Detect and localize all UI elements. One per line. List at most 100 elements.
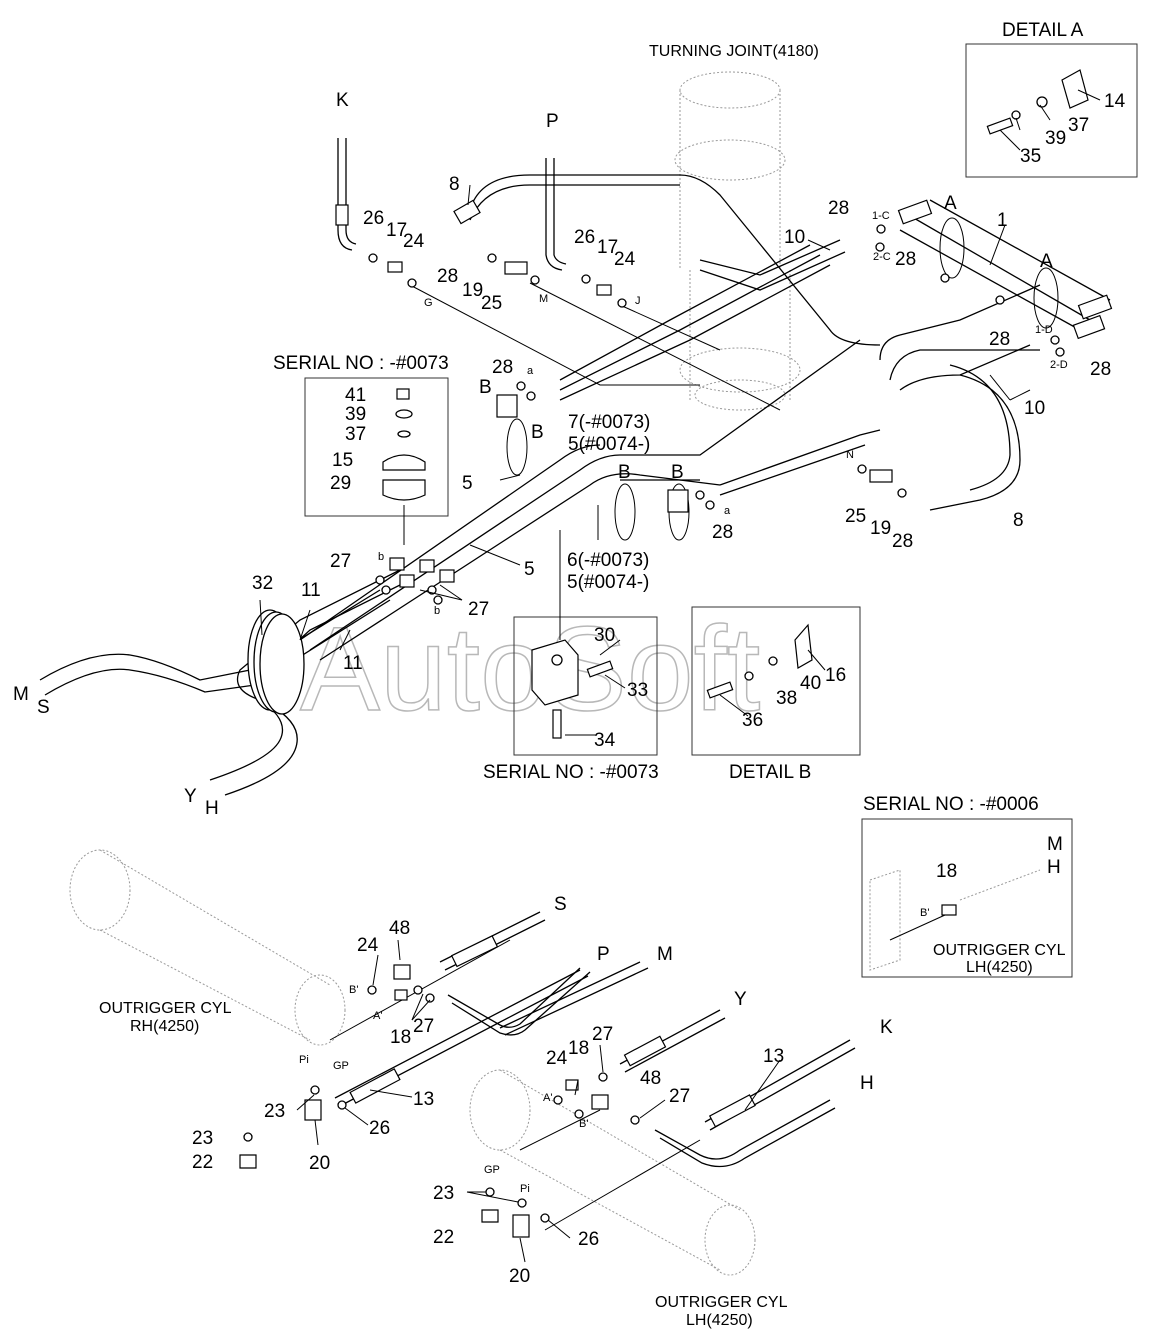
letter-s-left: S xyxy=(37,697,50,718)
callout-28-d: 28 xyxy=(989,329,1010,350)
callout-23-c: 23 xyxy=(433,1183,454,1204)
port-gp-1: GP xyxy=(333,1060,349,1072)
serial-0073-top-title: SERIAL NO : -#0073 xyxy=(273,353,449,374)
callout-13-a: 13 xyxy=(413,1089,434,1110)
letter-m-bottom: M xyxy=(657,944,673,965)
port-pi-1: Pi xyxy=(299,1054,309,1066)
callout-11-b: 11 xyxy=(343,653,363,674)
letter-h-left: H xyxy=(205,798,219,819)
detail-a-parts xyxy=(986,69,1089,135)
letter-h-inset: H xyxy=(1047,857,1061,878)
port-a-prime-1: A' xyxy=(373,1010,382,1022)
outrigger-lh-inset-label-1: OUTRIGGER CYL xyxy=(933,942,1066,959)
callout-22-b: 22 xyxy=(433,1227,454,1248)
outrigger-cylinders-ghost xyxy=(69,849,756,1276)
letter-y-bottom: Y xyxy=(734,989,747,1010)
callout-7: 7(-#0073) xyxy=(568,412,650,433)
outrigger-lh-label-1: OUTRIGGER CYL xyxy=(655,1294,788,1311)
port-a-2: a xyxy=(724,505,731,517)
callout-17-a: 17 xyxy=(386,220,407,241)
callout-25-b: 25 xyxy=(845,506,866,527)
callout-18-b: 18 xyxy=(390,1027,411,1048)
port-b-1: b xyxy=(378,551,384,563)
port-m: M xyxy=(539,293,548,305)
watermark: AutoSoft xyxy=(300,602,760,736)
letter-s-bottom: S xyxy=(554,894,567,915)
callout-19-b: 19 xyxy=(870,518,891,539)
letter-m-inset: M xyxy=(1047,834,1063,855)
callout-23-b: 23 xyxy=(192,1128,213,1149)
letter-m-left: M xyxy=(13,684,29,705)
callout-20-a: 20 xyxy=(309,1153,330,1174)
letter-a-1: A xyxy=(944,193,957,214)
callout-5-c: 5 xyxy=(524,559,535,580)
port-pi-2: Pi xyxy=(520,1183,530,1195)
callout-28-g: 28 xyxy=(892,531,913,552)
detail-b-title: DETAIL B xyxy=(729,762,811,783)
callout-38: 38 xyxy=(776,688,797,709)
detail-b-box xyxy=(691,606,861,756)
port-1c: 1-C xyxy=(872,210,890,222)
callout-10-a: 10 xyxy=(784,227,805,248)
callout-5-d: 5(#0074-) xyxy=(567,572,649,593)
callout-14: 14 xyxy=(1104,91,1126,112)
callout-37-a: 37 xyxy=(1068,115,1089,136)
callout-18-c: 18 xyxy=(568,1038,589,1059)
callout-27-b: 27 xyxy=(468,599,489,620)
callout-26-b: 26 xyxy=(574,227,595,248)
callout-25-a: 25 xyxy=(481,293,502,314)
serial-0073-bottom-parts xyxy=(531,530,614,739)
callout-28-a: 28 xyxy=(437,266,458,287)
serial-0006-title: SERIAL NO : -#0006 xyxy=(863,794,1039,815)
port-n: N xyxy=(846,449,854,461)
turning-joint-title: TURNING JOINT(4180) xyxy=(649,43,819,60)
callout-26-c: 26 xyxy=(369,1118,390,1139)
serial-0006-parts xyxy=(869,869,1041,971)
callout-39-a: 39 xyxy=(1045,128,1066,149)
callout-34: 34 xyxy=(594,730,616,751)
callout-numbers: 14 37 39 35 8 26 17 24 28 19 25 26 17 24… xyxy=(192,91,1126,1287)
callout-48-b: 48 xyxy=(640,1068,661,1089)
callout-27-d: 27 xyxy=(592,1024,613,1045)
callout-13-b: 13 xyxy=(763,1046,784,1067)
letter-b-4: B xyxy=(671,462,684,483)
port-b-prime-2: B' xyxy=(579,1118,588,1130)
port-g: G xyxy=(424,297,433,309)
callout-1: 1 xyxy=(997,210,1008,231)
callout-26-d: 26 xyxy=(578,1229,599,1250)
callout-33: 33 xyxy=(627,680,648,701)
callout-28-f: 28 xyxy=(492,357,513,378)
callout-32: 32 xyxy=(252,573,273,594)
callout-30: 30 xyxy=(594,625,615,646)
letter-a-2: A xyxy=(1040,251,1053,272)
callout-24-b: 24 xyxy=(614,249,636,270)
port-j: J xyxy=(635,295,641,307)
callout-16: 16 xyxy=(825,665,846,686)
callout-24-d: 24 xyxy=(546,1048,568,1069)
fittings-lower xyxy=(239,964,640,1238)
callout-23-a: 23 xyxy=(264,1101,285,1122)
letter-k-top: K xyxy=(336,90,349,111)
port-2c: 2-C xyxy=(873,251,891,263)
leader-lines xyxy=(259,89,1101,1263)
callout-6: 6(-#0073) xyxy=(567,550,649,571)
callout-28-c: 28 xyxy=(895,249,916,270)
fittings-upper xyxy=(368,224,1065,605)
callout-24-a: 24 xyxy=(403,231,425,252)
callout-36: 36 xyxy=(742,710,763,731)
letter-p-top: P xyxy=(546,111,559,132)
serial-0006-box xyxy=(861,818,1073,978)
letter-b-3: B xyxy=(618,462,631,483)
callout-28-e: 28 xyxy=(1090,359,1111,380)
serial-0073-top-box xyxy=(304,377,449,517)
callout-27-e: 27 xyxy=(669,1086,690,1107)
callout-24-c: 24 xyxy=(357,935,379,956)
port-a-prime-2: A' xyxy=(543,1092,552,1104)
callout-19-a: 19 xyxy=(462,280,483,301)
detail-b-parts xyxy=(706,623,813,699)
hoses-upper xyxy=(39,138,1113,796)
callout-29: 29 xyxy=(330,473,351,494)
port-b-prime-1: B' xyxy=(349,984,358,996)
letter-h-bottom: H xyxy=(860,1073,874,1094)
titles: TURNING JOINT(4180) DETAIL A DETAIL B SE… xyxy=(99,20,1084,1329)
